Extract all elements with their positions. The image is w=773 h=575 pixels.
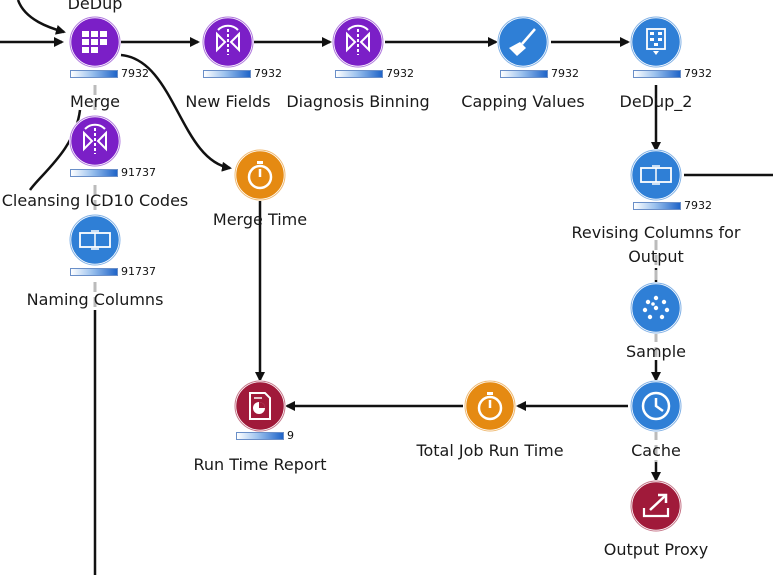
record-count: 7932 [551, 67, 579, 80]
tool-label: Diagnosis Binning [286, 92, 430, 111]
tool-label: Merge [70, 92, 120, 111]
tool-output-proxy[interactable] [629, 479, 683, 533]
tool-new-fields[interactable] [201, 15, 255, 69]
record-count-bar [70, 169, 118, 177]
tool-merge[interactable] [68, 15, 122, 69]
dashed-connectors [93, 85, 658, 462]
tool-label: Capping Values [461, 92, 585, 111]
record-count-bar [633, 70, 681, 78]
record-count: 7932 [121, 67, 149, 80]
merge-grid-icon [82, 31, 107, 53]
tool-total-job-run-time[interactable] [463, 379, 517, 433]
report-icon [249, 392, 271, 420]
sample-dots-icon [642, 295, 670, 320]
tool-label: Naming Columns [26, 290, 164, 309]
formula-icon [83, 123, 107, 154]
tool-diagnosis-binning[interactable] [331, 15, 385, 69]
record-count: 91737 [121, 166, 156, 179]
tool-label: Revising Columns for [571, 223, 741, 242]
tool-capping-values[interactable] [496, 15, 550, 69]
select-columns-icon [79, 230, 111, 250]
tool-label: DeDup_2 [619, 92, 693, 111]
tool-dedup-2[interactable] [629, 15, 683, 69]
tool-cache[interactable] [629, 379, 683, 433]
record-count: 91737 [121, 265, 156, 278]
tool-label: Merge Time [212, 210, 308, 229]
formula-icon [216, 24, 240, 55]
stopwatch-icon [477, 392, 503, 421]
record-count-bar [500, 70, 548, 78]
partial-node-label: DeDup [67, 0, 123, 13]
tool-label-line2: Output [628, 247, 684, 266]
record-count-bar [335, 70, 383, 78]
tool-label: Sample [626, 342, 686, 361]
record-count-bar [203, 70, 251, 78]
stopwatch-icon [247, 161, 273, 190]
record-count: 7932 [254, 67, 282, 80]
tool-run-time-report[interactable] [233, 379, 287, 433]
tool-naming-columns[interactable] [68, 213, 122, 267]
tool-label: Cache [631, 441, 681, 460]
tool-label: New Fields [185, 92, 271, 111]
tool-sample[interactable] [629, 281, 683, 335]
record-count-bar [236, 432, 284, 440]
broom-icon [509, 28, 536, 56]
record-count-bar [70, 70, 118, 78]
record-count: 9 [287, 429, 294, 442]
record-count: 7932 [684, 67, 712, 80]
record-count-bar [633, 202, 681, 210]
tool-label: Output Proxy [603, 540, 709, 559]
output-arrow-icon [642, 493, 670, 518]
record-count: 7932 [386, 67, 414, 80]
select-columns-icon [640, 165, 672, 185]
tool-label: Run Time Report [193, 455, 327, 474]
clock-icon [641, 391, 671, 421]
formula-icon [346, 24, 370, 55]
tool-merge-time[interactable] [233, 148, 287, 202]
tool-label: Total Job Run Time [416, 441, 564, 460]
tool-revising-columns[interactable] [629, 148, 683, 202]
tool-cleansing-icd10[interactable] [68, 114, 122, 168]
dedup-icon [646, 28, 666, 55]
record-count-bar [70, 268, 118, 276]
tool-label: Cleansing ICD10 Codes [1, 191, 189, 210]
connector-incoming-top [16, 0, 66, 35]
connector-merge-mergetime [120, 53, 232, 172]
record-count: 7932 [684, 199, 712, 212]
